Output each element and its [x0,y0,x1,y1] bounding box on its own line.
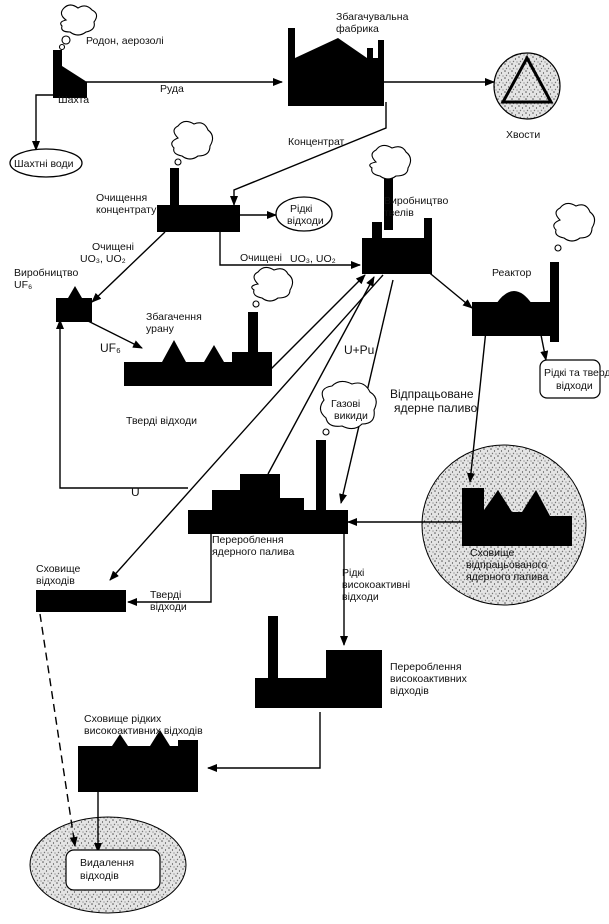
uf6-production-factory-icon [56,286,92,322]
label-liquid-waste-2: відходи [287,215,324,227]
label-spent-store-2: відпрацьованого [466,559,547,571]
label-hl-reproc-3: відходів [390,685,429,697]
arrow-spent-fuel-store [466,329,487,483]
label-concentrate: Концентрат [288,136,345,148]
label-waste-store-2: відходів [36,575,75,587]
label-u-pu: U+Pu [344,343,374,357]
hl-reprocessing-factory-icon [255,616,382,708]
hl-storage-factory-icon [78,730,198,792]
label-enrich-plant-1: Збагачувальна [336,11,409,23]
arrow-enriched [269,274,366,371]
label-purify-2: концентрату [96,204,157,216]
arrow-fuel-rods [425,269,473,309]
liquid-waste-ellipse [275,196,333,232]
label-uf6-prod-2: UF₆ [14,279,32,291]
smoke-cloud-icon [369,144,412,180]
arrow-purified-uf6 [91,231,166,303]
purification-factory-icon [157,168,240,232]
label-enrich-u-2: урану [146,323,175,335]
label-hl-reproc-2: високоактивних [390,673,468,685]
smoke-cloud-icon [553,202,596,252]
label-purify-1: Очищення [96,192,147,204]
arrow-hl-store [207,712,321,772]
arrow-uf6 [81,317,143,349]
labels: Родон, аерозолі Шахта Руда Збагачувальна… [14,11,609,882]
label-fuel-rods-1: Виробництво [384,195,449,207]
label-mine: Шахта [58,94,89,106]
label-disposal-2: відходів [80,870,119,882]
label-reproc-1: Перероблення [212,534,284,546]
label-purified-1b: UO₃, UO₂ [80,253,126,265]
smoke-cloud-icon [171,120,214,166]
label-u: U [131,485,140,499]
label-enrich-u-1: Збагачення [146,311,202,323]
label-hl-reproc-1: Перероблення [390,661,462,673]
label-spent-2: ядерне паливо [394,401,478,415]
label-solid2-2: відходи [150,601,187,613]
label-solid-waste: Тверді відходи [126,415,197,427]
arrow-u [56,319,188,489]
label-ore: Руда [160,83,184,95]
smoke-cloud-icon [251,266,294,308]
label-purified-1a: Очищені [92,241,134,253]
label-gas-2: викиди [334,410,368,422]
label-uf6-prod-1: Виробництво [14,267,79,279]
arrow-mine-water [32,94,55,151]
uranium-enrichment-factory-icon [124,312,272,386]
label-spent-1: Відпрацьоване [390,387,474,401]
reactor-factory-icon [472,262,559,342]
label-radon: Родон, аерозолі [86,35,164,47]
label-disposal-1: Видалення [80,857,134,869]
label-fuel-rods-2: твелів [384,207,414,219]
arrow-solid-waste-2 [127,532,212,606]
arrow-purified-fuel [219,230,361,269]
arrow-u-pu [267,276,375,475]
waste-storage-factory-icon [36,590,126,612]
hazard-triangle-icon [493,52,561,120]
label-tailings: Хвости [506,129,540,141]
spent-fuel-storage-factory-icon [462,488,572,546]
reprocessing-factory-icon [188,440,348,534]
enrichment-plant-factory-icon [288,28,384,106]
arrow-solid-waste [109,274,384,581]
label-hl-store-1: Сховище рідких [84,713,162,725]
label-hl-liquid-2: високоактивні [342,579,410,591]
arrow-dashed-disposal [39,613,78,847]
arrow-concentrate [230,102,387,206]
reactor-waste-box [539,359,601,399]
label-enrich-plant-2: фабрика [336,23,379,35]
disposal-box [65,849,161,891]
label-spent-store-1: Сховище [470,547,515,559]
label-purified-2b: UO₃, UO₂ [290,253,336,265]
label-reactor-waste-2: відходи [556,380,593,392]
label-mine-water: Шахтні води [14,158,74,170]
label-waste-store-1: Сховище [36,563,81,575]
label-hl-liquid-1: Рідкі [342,567,364,579]
label-solid2-1: Тверді [150,589,181,601]
flow-arrows [32,78,549,853]
mine-water-ellipse [9,148,83,178]
label-purified-2a: Очищені [240,252,282,264]
label-hl-liquid-3: відходи [342,591,379,603]
label-gas-1: Газові [331,398,360,410]
label-reproc-2: ядерного палива [212,546,294,558]
label-reactor-waste-1: Рідкі та тверді [544,367,609,379]
label-reactor: Реактор [492,267,531,279]
fuel-rods-factory-icon [362,170,432,274]
label-hl-store-2: високоактивних відходів [84,725,203,737]
gas-emissions-cloud-icon [319,380,377,436]
label-uf6: UF₆ [100,341,121,355]
label-liquid-waste-1: Рідкі [290,203,312,215]
mine-factory-icon [53,50,87,98]
label-spent-store-3: ядерного палива [466,571,548,583]
smoke-cloud-icon [58,4,98,51]
